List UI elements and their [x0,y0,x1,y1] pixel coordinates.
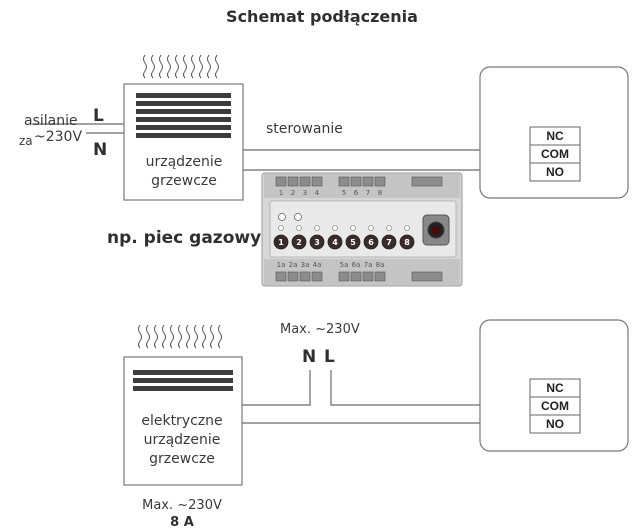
top-terminal-label: 5 [342,189,346,197]
heat-waves-icon [138,324,222,349]
channel-button[interactable] [381,234,397,250]
diagram-title: Schemat podłączenia [226,7,418,26]
terminal-screw-icon [374,176,386,187]
terminal-screw-icon [287,271,299,282]
led-indicator-icon [368,225,374,231]
heater2-label-line1: elektryczne [141,413,222,429]
channel-button-label: 4 [332,238,338,247]
terminal-com-bottom: COM [541,399,569,413]
bottom-terminal-label: 2a [289,261,298,269]
led-indicator-icon [350,225,356,231]
led-indicator-icon [332,225,338,231]
terminal-screw-icon [275,176,287,187]
example-label: np. piec gazowy [107,228,261,248]
channel-button[interactable] [291,234,307,250]
led-indicator-icon [278,225,284,231]
max-voltage-label: Max. ~230V [280,322,360,337]
wire-n-bottom [242,370,311,406]
terminal-screw-icon [287,176,299,187]
terminal-screw-icon [374,271,386,282]
heater-label-line2: grzewcze [151,173,217,189]
terminal-com-top: COM [541,147,569,161]
power-terminal-icon [411,176,443,187]
heater2-label-line2: urządzenie [144,432,221,448]
load-rating-line1: Max. ~230V [142,498,222,513]
terminal-no-top: NO [546,165,564,179]
load-rating-line2: 8 A [170,515,194,530]
terminal-screw-icon [362,176,374,187]
supply-label-prefix: za [19,134,33,148]
led-indicator-icon [386,225,392,231]
channel-button-label: 8 [404,238,410,247]
terminal-screw-icon [338,271,350,282]
terminal-nc-bottom: NC [546,381,564,395]
gas-heater: urządzenie grzewcze [123,83,244,201]
heat-waves-icon [143,54,219,79]
top-terminal-label: 7 [366,189,370,197]
bottom-terminal-label: 1a [277,261,286,269]
channel-button[interactable] [363,234,379,250]
bus-terminal-icon [411,271,443,282]
channel-button-label: 1 [278,238,284,247]
channel-button[interactable] [273,234,289,250]
relay-terminals-bottom: NC COM NO [529,378,581,434]
terminal-screw-icon [350,271,362,282]
label-n-bottom: N [302,347,316,367]
terminal-screw-icon [299,176,311,187]
top-terminal-label: 8 [378,189,382,197]
channel-button-label: 5 [350,238,356,247]
channel-button[interactable] [345,234,361,250]
label-l-top: L [93,106,104,126]
bottom-terminal-label: 5a [340,261,349,269]
label-l-bottom: L [324,347,335,367]
channel-button-label: 3 [314,238,320,247]
control-label: sterowanie [266,121,343,137]
terminal-screw-icon [350,176,362,187]
channel-button[interactable] [399,234,415,250]
relay-terminals-top: NC COM NO [529,126,581,182]
label-n-top: N [93,140,107,160]
top-terminal-label: 1 [279,189,283,197]
led-indicator-icon [404,225,410,231]
top-terminal-label: 6 [354,189,359,197]
terminal-screw-icon [311,271,323,282]
terminal-nc-top: NC [546,129,564,143]
led-indicator-icon [296,225,302,231]
terminal-screw-icon [275,271,287,282]
terminal-screw-icon [338,176,350,187]
bottom-terminal-label: 6a [352,261,361,269]
channel-button-label: 2 [296,238,302,247]
top-terminal-label: 4 [315,189,320,197]
top-terminal-label: 3 [303,189,307,197]
terminal-screw-icon [362,271,374,282]
terminal-screw-icon [311,176,323,187]
heater-label-line1: urządzenie [146,154,223,170]
supply-label-line2: ~230V [34,129,82,145]
top-terminal-label: 2 [291,189,295,197]
terminal-screw-icon [299,271,311,282]
bottom-terminal-label: 4a [313,261,322,269]
terminal-no-bottom: NO [546,417,564,431]
bottom-terminal-label: 7a [364,261,373,269]
electric-heater: elektryczne urządzenie grzewcze [123,356,243,486]
led-indicator-icon [314,225,320,231]
channel-button[interactable] [309,234,325,250]
channel-button-label: 6 [368,238,374,247]
wire-l-bottom [330,370,530,406]
bottom-terminal-label: 3a [301,261,310,269]
heater2-label-line3: grzewcze [149,451,215,467]
bottom-terminal-label: 8a [376,261,385,269]
supply-label-line1: asilanie [24,113,78,129]
channel-button-label: 7 [386,238,392,247]
channel-button[interactable] [327,234,343,250]
